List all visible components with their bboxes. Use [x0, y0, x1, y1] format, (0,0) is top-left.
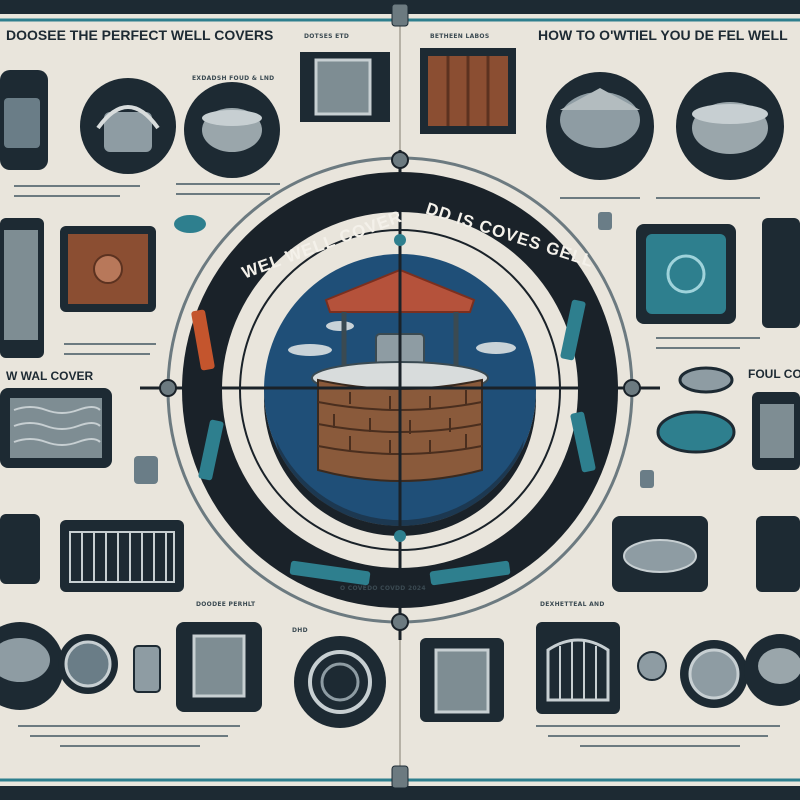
wave-pattern — [13, 406, 101, 446]
bottom-right-label: DEXHETTEAL AND — [540, 601, 605, 608]
sub-label-1: DOTSES ETD — [304, 33, 349, 40]
door-icon — [4, 230, 38, 340]
well-cover-icon — [623, 539, 697, 573]
small-label-1: EXDADSH FOUD & LND — [192, 75, 274, 82]
badge-icon — [174, 215, 206, 233]
bottom-right-panels: DEXHETTEAL AND — [420, 516, 800, 722]
left-side-label: W WAL COVER — [6, 369, 93, 383]
ring-marker — [429, 560, 511, 586]
ring-label-bottom: O COVEDO COVDD 2024 — [340, 585, 426, 592]
ring-marker — [198, 419, 224, 481]
right-side-label: FOUL CO — [748, 367, 800, 381]
manhole-icon — [678, 366, 734, 394]
lock-icon — [133, 645, 161, 693]
lid-icon — [656, 410, 736, 454]
central-emblem: WEL WELL COVER DD IS COVES GELL O COVEDO… — [140, 150, 660, 640]
bottom-border — [0, 786, 800, 800]
bolt-icon — [394, 530, 406, 542]
grate-icon — [314, 58, 372, 116]
manhole-icon — [688, 648, 740, 700]
emblem-icon — [93, 254, 123, 284]
panel — [0, 514, 40, 584]
grate-icon — [760, 404, 794, 458]
bolt-icon — [623, 379, 641, 397]
cloud-icon — [326, 321, 354, 331]
bottom-clip-icon — [391, 765, 409, 789]
door-icon — [192, 634, 246, 698]
top-right-panels — [546, 72, 784, 180]
lock-icon — [598, 212, 612, 230]
panel — [294, 636, 386, 728]
valve-icon — [637, 651, 667, 681]
bottom-mid-label: DOODEE PERHLT — [196, 601, 256, 608]
middle-left-panels: W WAL COVER — [0, 215, 206, 484]
top-left-panels — [0, 48, 516, 178]
gate-bars — [559, 640, 597, 700]
bolt-icon — [159, 379, 177, 397]
cloud-icon — [288, 344, 332, 356]
well-cover-icon — [4, 98, 40, 148]
gate-icon — [69, 531, 175, 583]
door-icon — [434, 648, 490, 714]
sub-label-2: BETHEEN LABOS — [430, 33, 489, 40]
ring-marker — [191, 309, 215, 371]
brick-joints — [333, 390, 467, 454]
ring-marker — [570, 411, 596, 473]
left-title: DOOSEE THE PERFECT WELL COVERS — [6, 27, 273, 43]
right-title: HOW TO O'WTIEL YOU DE FEL WELL — [538, 27, 788, 43]
bolt-icon — [391, 151, 409, 169]
ring-marker — [560, 299, 586, 361]
lock-icon — [134, 456, 158, 484]
well-cover-icon — [646, 234, 726, 314]
bolt-icon — [394, 234, 406, 246]
gate-icon — [546, 638, 610, 702]
manhole-icon — [308, 650, 372, 714]
lock-icon — [640, 470, 654, 488]
gate-bars — [81, 532, 167, 582]
bottom-small-label: DHD — [292, 627, 308, 634]
lid-icon — [692, 104, 768, 124]
panel — [762, 218, 800, 328]
filler-text — [14, 183, 780, 747]
ground-shadow — [276, 440, 524, 532]
valve-icon — [666, 254, 706, 294]
bottom-left-panels: DOODEE PERHLT DHD — [0, 514, 386, 728]
manhole-icon — [0, 638, 50, 682]
middle-right-panels: FOUL CO — [598, 212, 800, 488]
lid-icon — [560, 88, 640, 110]
manhole-pattern — [320, 662, 360, 702]
well-cover-icon — [64, 640, 112, 688]
ring-marker — [289, 560, 371, 586]
bolt-icon — [391, 613, 409, 631]
cloud-icon — [476, 342, 516, 354]
top-clip-icon — [391, 3, 409, 27]
lid-icon — [758, 648, 800, 684]
handle-icon — [96, 105, 160, 130]
panel — [756, 516, 800, 592]
lid-icon — [202, 110, 262, 126]
lid-icon — [104, 112, 152, 152]
